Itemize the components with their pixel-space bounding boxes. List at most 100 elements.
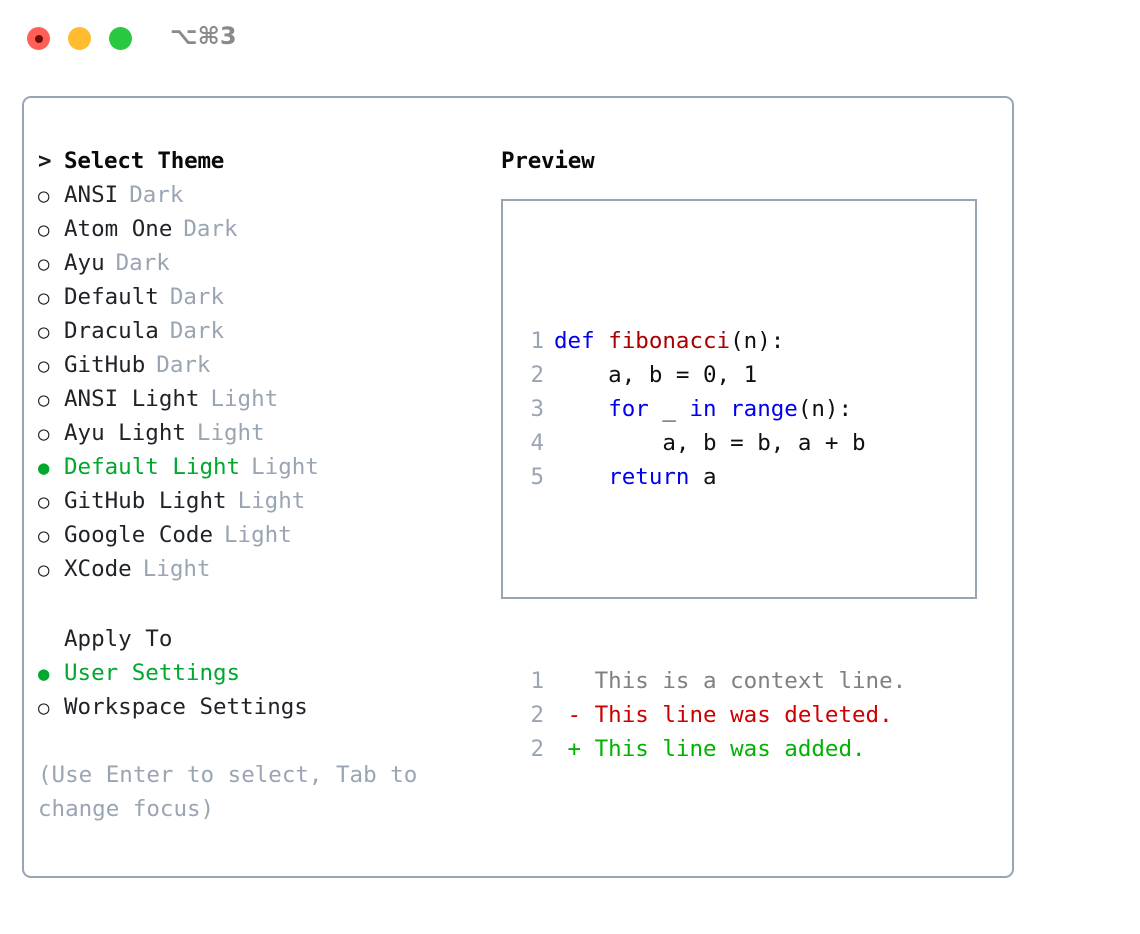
- code-token: [554, 396, 608, 422]
- keyboard-hint: (Use Enter to select, Tab to change focu…: [38, 762, 418, 822]
- code-line-content: for _ in range(n):: [554, 392, 852, 426]
- theme-name: GitHub Light: [64, 488, 227, 514]
- theme-name: GitHub: [64, 352, 146, 378]
- theme-variant-badge: Dark: [169, 284, 225, 310]
- code-line-content: a, b = b, a + b: [554, 426, 866, 460]
- diff-line: 2 + This line was added.: [516, 732, 906, 766]
- code-line: 2 a, b = 0, 1: [516, 358, 906, 392]
- select-theme-title: Select Theme: [64, 148, 225, 174]
- radio-unselected-icon[interactable]: ○: [38, 185, 50, 207]
- title-bar: ⌥⌘3: [0, 0, 1140, 78]
- diff-line-content: This is a context line.: [554, 668, 907, 694]
- radio-unselected-icon[interactable]: ○: [38, 321, 50, 343]
- select-theme-header: >Select Theme: [38, 144, 488, 178]
- code-line-content: a, b = 0, 1: [554, 358, 757, 392]
- section-gap: [38, 586, 488, 622]
- diff-sample: 1 This is a context line.2 - This line w…: [516, 664, 906, 766]
- diff-line-content: + This line was added.: [554, 736, 866, 762]
- theme-variant-badge: Light: [237, 488, 306, 514]
- theme-name: Atom One: [64, 216, 173, 242]
- diff-line: 2 - This line was deleted.: [516, 698, 906, 732]
- radio-selected-icon[interactable]: ●: [38, 663, 50, 685]
- preview-title: Preview: [501, 148, 595, 174]
- radio-unselected-icon[interactable]: ○: [38, 253, 50, 275]
- theme-variant-badge: Dark: [156, 352, 211, 378]
- theme-list-item[interactable]: ○ GitHub Light Light: [38, 484, 488, 518]
- window-title: ⌥⌘3: [170, 22, 237, 50]
- line-number: 2: [530, 362, 544, 388]
- code-line-content: return a: [554, 460, 717, 494]
- radio-unselected-icon[interactable]: ○: [38, 491, 50, 513]
- theme-variant-badge: Dark: [183, 216, 238, 242]
- line-number: 2: [530, 702, 544, 728]
- theme-list-item[interactable]: ○ ANSI Dark: [38, 178, 488, 212]
- line-number: 2: [530, 736, 544, 762]
- apply-to-item[interactable]: ○ Workspace Settings: [38, 690, 488, 724]
- code-token: [717, 396, 731, 422]
- code-line: 5 return a: [516, 460, 906, 494]
- code-token: _: [648, 396, 690, 422]
- line-number: 5: [530, 464, 544, 490]
- theme-list-item[interactable]: ○ GitHub Dark: [38, 348, 488, 382]
- apply-to-item[interactable]: ●User Settings: [38, 656, 488, 690]
- apply-to-label: Workspace Settings: [64, 694, 308, 720]
- code-line: 3 for _ in range(n):: [516, 392, 906, 426]
- code-token: a: [689, 464, 717, 490]
- theme-name: Ayu: [64, 250, 105, 276]
- theme-name: ANSI: [64, 182, 119, 208]
- radio-unselected-icon[interactable]: ○: [38, 219, 50, 241]
- maximize-button[interactable]: [109, 27, 132, 50]
- minimize-button[interactable]: [68, 27, 91, 50]
- code-token: a, b = 0, 1: [554, 362, 758, 388]
- theme-name: XCode: [64, 556, 132, 582]
- line-number: 1: [530, 668, 544, 694]
- line-number: 4: [530, 430, 544, 456]
- code-token: [595, 328, 609, 354]
- code-token: range: [730, 396, 798, 422]
- apply-to-title: Apply To: [64, 626, 173, 652]
- theme-list-item[interactable]: ○ Dracula Dark: [38, 314, 488, 348]
- theme-list-item[interactable]: ○ XCode Light: [38, 552, 488, 586]
- line-number: 3: [530, 396, 544, 422]
- theme-name: Default: [64, 284, 159, 310]
- theme-variant-badge: Light: [142, 556, 211, 582]
- code-token: a, b = b, a + b: [554, 430, 866, 456]
- radio-selected-icon[interactable]: ●: [38, 457, 50, 479]
- radio-unselected-icon[interactable]: ○: [38, 423, 50, 445]
- close-button[interactable]: [27, 27, 50, 50]
- theme-variant-badge: Dark: [169, 318, 225, 344]
- radio-unselected-icon[interactable]: ○: [38, 525, 50, 547]
- theme-variant-badge: Light: [210, 386, 279, 412]
- radio-unselected-icon[interactable]: ○: [38, 697, 50, 719]
- theme-list-item[interactable]: ○ Default Dark: [38, 280, 488, 314]
- code-token: [554, 464, 608, 490]
- radio-unselected-icon[interactable]: ○: [38, 355, 50, 377]
- theme-name: Dracula: [64, 318, 159, 344]
- theme-name: Google Code: [64, 522, 214, 548]
- code-token: for: [608, 396, 649, 422]
- code-token: in: [689, 396, 717, 422]
- radio-unselected-icon[interactable]: ○: [38, 389, 50, 411]
- radio-unselected-icon[interactable]: ○: [38, 559, 50, 581]
- code-token: (n):: [797, 396, 853, 422]
- theme-variant-badge: Dark: [129, 182, 184, 208]
- diff-line: 1 This is a context line.: [516, 664, 906, 698]
- hint-gap: [38, 724, 488, 758]
- apply-to-list: ●User Settings ○ Workspace Settings: [38, 656, 488, 724]
- code-blank-line: [516, 562, 906, 596]
- code-token: fibonacci: [608, 328, 731, 354]
- radio-unselected-icon[interactable]: ○: [38, 287, 50, 309]
- theme-list-item[interactable]: ○ Atom One Dark: [38, 212, 488, 246]
